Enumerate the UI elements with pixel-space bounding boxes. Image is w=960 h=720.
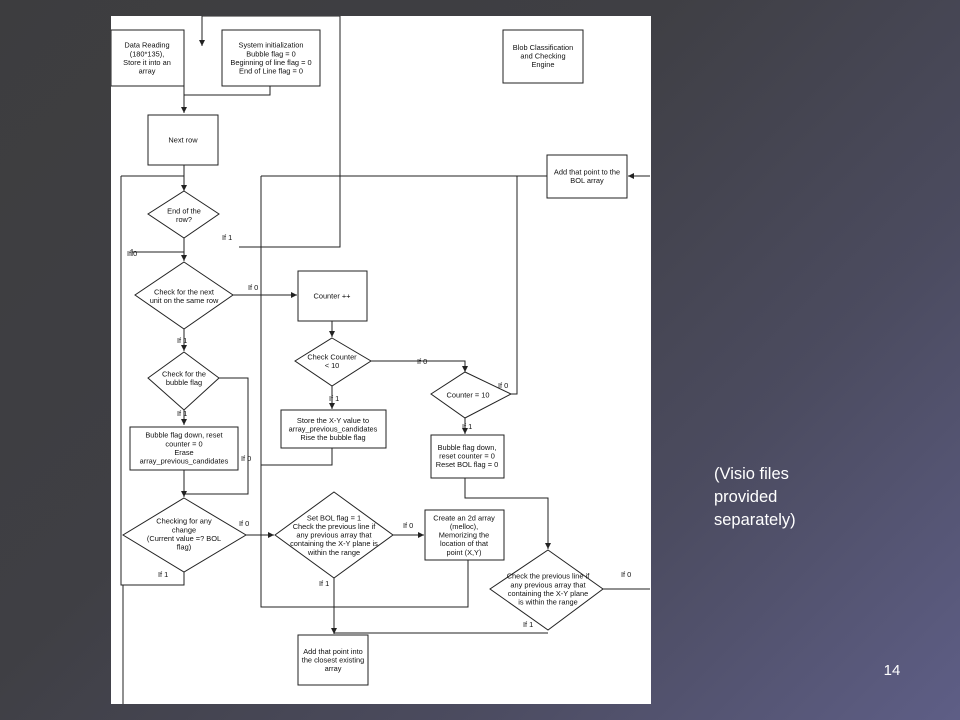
reset-bubble-1-box [129,426,239,471]
end-of-row-diamond [147,190,220,239]
checking-change-diamond [122,497,247,573]
edge-label-bubble-if0: If 0 [241,454,251,463]
set-bol-diamond [274,491,394,579]
reset-bubble-2-box [430,434,505,479]
add-closest-box [297,634,369,686]
edge-label-bubble-if1: If 1 [177,409,187,418]
check-counter-label: Check Counter< 10 [307,352,357,370]
data-reading-box [111,29,185,87]
edge-label-next-unit-if1: If 1 [177,336,187,345]
add-bol-box [546,154,628,199]
check-next-unit-diamond [134,261,234,330]
edge-label-end-row-if1: If 1 [222,233,232,242]
counter-eq-10-diamond [430,371,513,419]
edge-label-end-row-if0: If 0 [127,249,137,258]
page-number: 14 [883,662,901,679]
edge-label-prev-line-if0: If 0 [621,570,631,579]
counter-inc-box [297,270,368,322]
note-line: (Visio files [714,465,789,483]
note-line: provided [714,488,778,506]
blob-engine-box [502,29,584,84]
note-line: separately) [714,511,796,529]
edge-label-counter10-if1: If 1 [462,422,472,431]
edge-labels: If 1 If 0 If 0 If 1 If 0 If 0 If 1 If 1 If 1 If 0… [127,233,631,629]
edge-label-change-if1: If 1 [158,570,168,579]
check-counter-diamond [294,337,372,387]
next-row-label: Next row [168,136,198,145]
check-prev-line-diamond [489,549,604,631]
counter-eq-10-label: Counter = 10 [447,391,490,400]
store-xy-box [280,409,387,449]
counter-inc-label: Counter ++ [314,292,351,301]
create-2d-box [424,509,505,561]
edge-label-prev-line-if1: If 1 [523,620,533,629]
check-bubble-diamond [147,351,220,411]
system-init-box [221,29,321,87]
edge-label-check-counter-if1: If 1 [329,394,339,403]
create-2d-label: Create an 2d array(melloc),Memorizing th… [433,513,495,556]
edge-label-set-bol-if0: If 0 [403,521,413,530]
edge-label-set-bol-if1: If 1 [319,579,329,588]
edge-label-check-counter-if0: If 0 [417,357,427,366]
edge-label-change-if0: If 0 [239,519,249,528]
next-row-box [147,114,219,166]
edge-label-counter10-if0: If 0 [498,381,508,390]
edge-label-next-unit-if0: If 0 [248,283,258,292]
side-note: (Visio files provided separately) [714,463,864,532]
